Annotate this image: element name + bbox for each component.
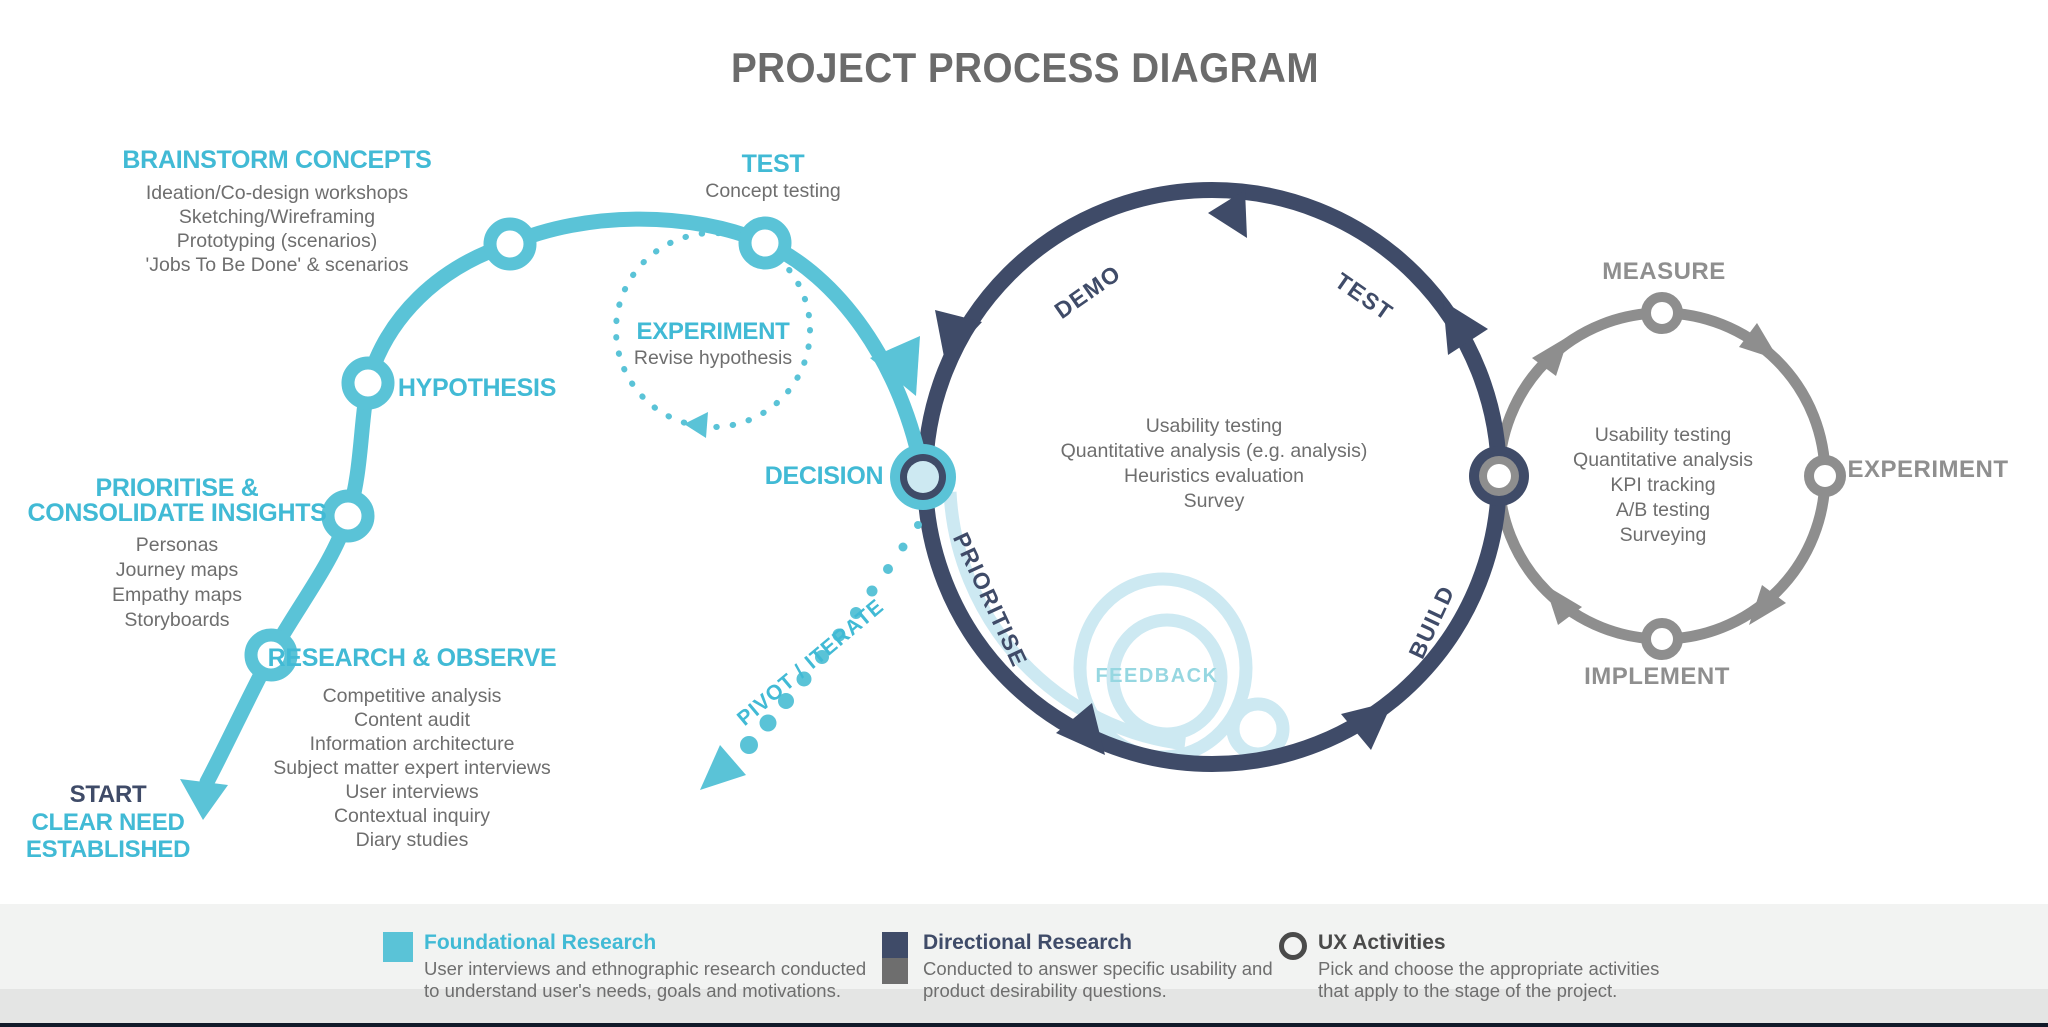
stage-label-hypothesis: HYPOTHESIS (397, 374, 557, 402)
legend-desc-line: product desirability questions. (923, 980, 1167, 1001)
activity-item: Heuristics evaluation (1124, 465, 1304, 487)
start-arrowhead (180, 779, 228, 820)
footer-band (0, 989, 2048, 1023)
page-title: PROJECT PROCESS DIAGRAM (730, 44, 1320, 91)
activity-item: Surveying (1619, 524, 1707, 546)
footer-bar (0, 1023, 2048, 1027)
directional-activities: Usability testing Quantitative analysis … (1061, 414, 1368, 514)
activity-item: A/B testing (1615, 499, 1711, 521)
activity-item: Ideation/Co-design workshops (145, 182, 409, 204)
activity-item: Personas (135, 534, 219, 556)
junction-node (1469, 446, 1529, 506)
foundational-swatch-icon (383, 932, 413, 962)
prioritise-activities: Personas Journey maps Empathy maps Story… (112, 533, 242, 633)
start-sub-2: ESTABLISHED (25, 836, 191, 863)
ux-activities-list: Usability testing Quantitative analysis … (1573, 423, 1753, 548)
ux-node (1641, 292, 1683, 334)
brainstorm-activities: Ideation/Co-design workshops Sketching/W… (146, 181, 409, 277)
activity-item: Usability testing (1594, 424, 1732, 446)
legend-desc-line: Conducted to answer specific usability a… (923, 958, 1273, 979)
directional-swatch-navy-icon (882, 932, 908, 958)
activity-item: Subject matter expert interviews (273, 757, 551, 779)
ux-label-measure: MEASURE (1602, 258, 1726, 285)
ux-node (1804, 455, 1846, 497)
activity-item: Diary studies (355, 829, 469, 851)
legend-desc-ux: Pick and choose the appropriate activiti… (1318, 958, 1659, 1002)
activity-item: Quantitative analysis (1573, 449, 1753, 471)
inner-highlight-arc (943, 491, 1186, 751)
activity-item: Prototyping (scenarios) (176, 230, 378, 252)
ux-ring-arrowheads (1532, 323, 1786, 625)
legend-title-foundational: Foundational Research (424, 931, 657, 954)
legend-desc-directional: Conducted to answer specific usability a… (923, 958, 1273, 1002)
activity-item: KPI tracking (1610, 474, 1716, 496)
research-activities: Competitive analysis Content audit Infor… (273, 684, 550, 852)
activity-item: Quantitative analysis (e.g. analysis) (1060, 440, 1368, 462)
ux-label-experiment: EXPERIMENT (1847, 456, 2009, 483)
directional-ring-arrowheads (935, 190, 1488, 755)
activity-item: Contextual inquiry (333, 805, 491, 827)
milestone-node (321, 489, 375, 543)
directional-swatch-gray-icon (882, 958, 908, 984)
stage-label-research: RESEARCH & OBSERVE (267, 644, 557, 672)
legend-desc-foundational: User interviews and ethnographic researc… (424, 958, 866, 1002)
activity-item: Usability testing (1145, 415, 1283, 437)
stage-label-experiment: EXPERIMENT (636, 318, 790, 345)
legend-title-directional: Directional Research (923, 931, 1132, 954)
start-label: START (69, 781, 147, 808)
milestone-node (341, 356, 395, 410)
experiment-arrowhead (684, 412, 708, 438)
ux-activities-circle-icon (1279, 932, 1307, 960)
activity-item: Survey (1183, 490, 1245, 512)
activity-item: Competitive analysis (322, 685, 502, 707)
ux-node (1641, 618, 1683, 660)
ux-label-implement: IMPLEMENT (1584, 663, 1730, 690)
stage-label-prioritise-1: PRIORITISE & (95, 474, 259, 502)
pivot-arrowhead (700, 745, 746, 790)
activity-item: Content audit (353, 709, 471, 731)
stage-label-decision: DECISION (764, 462, 884, 490)
legend-desc-line: that apply to the stage of the project. (1318, 980, 1618, 1001)
path-arrowhead (870, 336, 920, 396)
experiment-sub: Revise hypothesis (633, 347, 793, 369)
foundational-nodes (244, 216, 792, 682)
activity-item: Empathy maps (111, 584, 243, 606)
ux-nodes (1641, 292, 1846, 660)
legend-desc-line: Pick and choose the appropriate activiti… (1318, 958, 1660, 979)
activity-item: 'Jobs To Be Done' & scenarios (145, 254, 409, 276)
start-sub-1: CLEAR NEED (31, 809, 185, 836)
activity-item: Information architecture (309, 733, 515, 755)
pivot-dotted-path (700, 521, 922, 790)
activity-item: User interviews (345, 781, 479, 803)
decision-node (890, 444, 956, 510)
milestone-node (738, 216, 792, 270)
stage-label-test: TEST (741, 150, 805, 178)
experiment-dotted-circle (613, 230, 813, 438)
test-sub: Concept testing (705, 180, 841, 202)
feedback-label: FEEDBACK (1095, 665, 1219, 687)
stage-label-brainstorm: BRAINSTORM CONCEPTS (122, 146, 432, 174)
activity-item: Storyboards (124, 609, 230, 631)
milestone-node (483, 217, 537, 271)
activity-item: Journey maps (115, 559, 239, 581)
stage-label-prioritise-2: CONSOLIDATE INSIGHTS (27, 499, 327, 527)
legend-title-ux: UX Activities (1318, 931, 1446, 954)
legend-desc-line: to understand user's needs, goals and mo… (424, 980, 841, 1001)
legend-desc-line: User interviews and ethnographic researc… (424, 958, 867, 979)
legend-band (0, 904, 2048, 989)
activity-item: Sketching/Wireframing (178, 206, 376, 228)
milestone-node (244, 628, 298, 682)
